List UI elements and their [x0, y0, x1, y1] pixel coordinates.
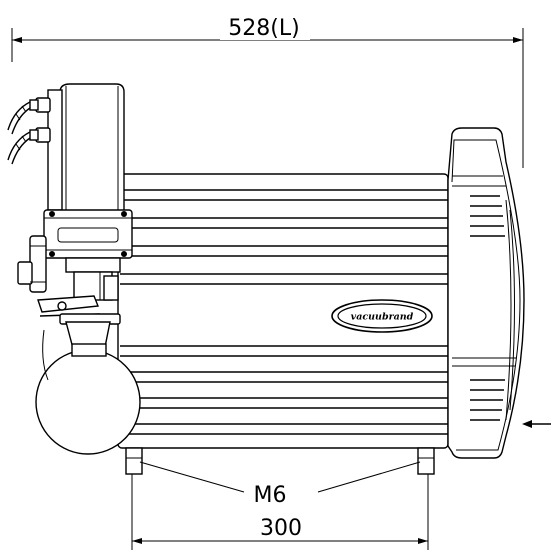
pump-head: [43, 83, 133, 301]
hose-nozzles: [7, 97, 51, 165]
brand-logo-text: vacuubrand: [351, 312, 414, 323]
pump-feet: [125, 447, 435, 475]
fan-cover: [447, 127, 525, 459]
length-dimension-label: 528(L): [228, 16, 299, 41]
brand-logo: vacuubrand: [331, 299, 433, 333]
thread-label: M6: [254, 483, 287, 508]
valve-knob: [17, 235, 47, 293]
thread-callout: M6: [139, 461, 421, 508]
foot-spacing-dimension: 300: [131, 474, 429, 550]
round-flask: [35, 321, 141, 455]
airflow-arrow: [522, 420, 551, 428]
length-dimension: 528(L): [11, 14, 524, 168]
motor-housing: [117, 173, 449, 449]
foot-spacing-label: 300: [260, 516, 302, 541]
